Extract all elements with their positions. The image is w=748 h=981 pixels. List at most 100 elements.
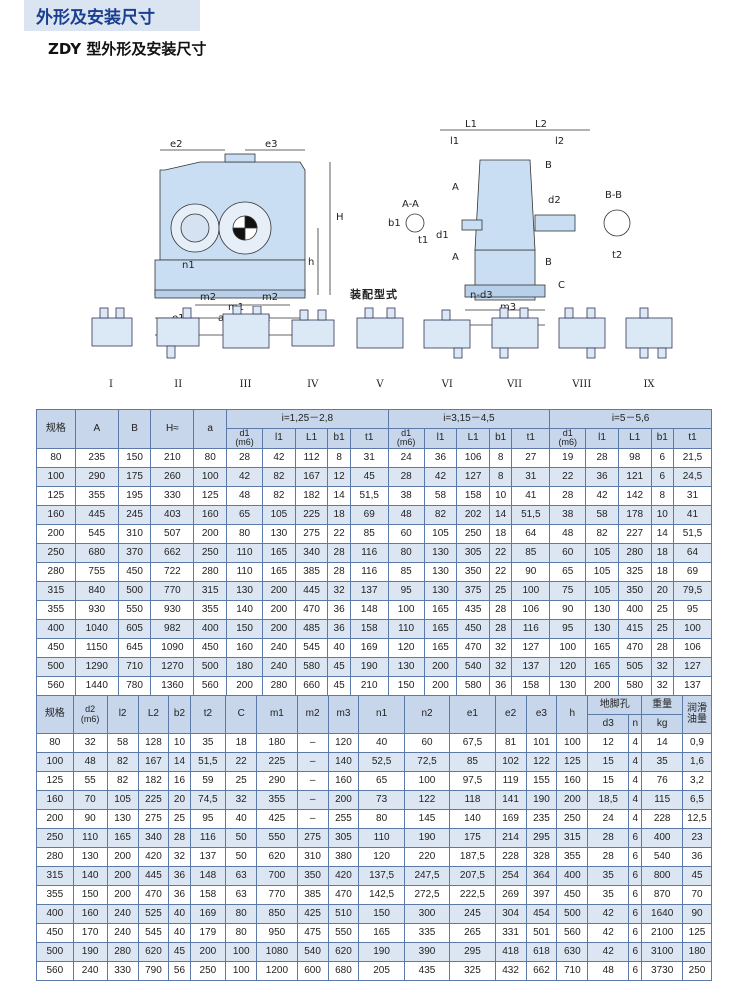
subcol-L1: L1	[617, 428, 652, 449]
table-cell: 470	[137, 885, 170, 905]
table-cell: 25	[650, 618, 674, 639]
table-cell: 454	[525, 904, 558, 924]
table-cell: –	[296, 790, 329, 810]
table-cell: 80	[36, 447, 76, 468]
table-cell: 630	[556, 942, 589, 962]
table-cell: 40	[327, 637, 351, 658]
table-cell: 40	[168, 923, 191, 943]
table-cell: 355	[74, 485, 119, 506]
table-cell: 272,5	[403, 885, 451, 905]
table-cell: 150	[358, 904, 405, 924]
table-cell: 269	[494, 885, 527, 905]
table-cell: 370	[117, 542, 152, 563]
table-cell: 330	[106, 961, 139, 981]
table-cell: 700	[256, 866, 298, 886]
table-cell: 290	[256, 771, 298, 791]
table-cell: 48	[587, 961, 630, 981]
table-cell: 227	[617, 523, 652, 544]
table-cell: 85	[449, 752, 496, 772]
table-cell: 100	[225, 942, 258, 962]
table-cell: 15	[587, 771, 630, 791]
table-cell: 169	[349, 637, 389, 658]
assembly-type-label: IV	[307, 379, 319, 390]
subcol-l1: l1	[423, 428, 458, 449]
table-cell: 97,5	[449, 771, 496, 791]
table-cell: 580	[617, 675, 652, 696]
table-cell: 620	[137, 942, 170, 962]
table-cell: 190	[72, 942, 108, 962]
table-cell: 130	[423, 542, 458, 563]
table-cell: 70	[682, 885, 712, 905]
table-cell: 6	[628, 923, 643, 943]
table-cell: 200	[226, 675, 264, 696]
table-cell: 1200	[256, 961, 298, 981]
table-cell: 167	[294, 466, 329, 487]
table-cell: 98	[617, 447, 652, 468]
table-cell: 141	[494, 790, 527, 810]
table-cell: 710	[556, 961, 589, 981]
table-cell: 51,5	[349, 485, 389, 506]
table-cell: 355	[36, 885, 74, 905]
table-cell: 8	[488, 466, 513, 487]
table-cell: 485	[294, 618, 329, 639]
table-cell: 120	[387, 637, 425, 658]
table-cell: 1640	[641, 904, 683, 924]
assembly-type-iv: IV	[282, 306, 344, 390]
table-cell: 280	[617, 542, 652, 563]
assembly-type-label: VIII	[572, 379, 592, 390]
table-cell: 90	[682, 904, 712, 924]
table-cell: 125	[36, 771, 74, 791]
table-cell: 450	[117, 561, 152, 582]
table-cell: 6	[628, 866, 643, 886]
table-cell: 158	[511, 675, 551, 696]
table-cell: 340	[294, 542, 329, 563]
table-cell: 310	[296, 847, 329, 867]
table-cell: 101	[525, 733, 558, 753]
table-cell: 1,6	[682, 752, 712, 772]
table-cell: 35	[587, 885, 630, 905]
table-cell: 110	[226, 542, 264, 563]
table-cell: 130	[423, 561, 458, 582]
table-cell: 175	[449, 828, 496, 848]
table-cell: 112	[294, 447, 329, 468]
table-cell: 80	[226, 523, 264, 544]
label-H: H	[336, 212, 344, 223]
table-cell: 63	[225, 885, 258, 905]
table-cell: 60	[403, 733, 451, 753]
col-d3: d3	[587, 714, 630, 734]
table-cell: 1090	[150, 637, 195, 658]
table-cell: 22	[488, 542, 513, 563]
assembly-type-iv-sketch	[291, 309, 335, 347]
table-cell: 60	[549, 542, 587, 563]
table-cell: 225	[256, 752, 298, 772]
table-cell: –	[296, 809, 329, 829]
table-cell: 470	[456, 637, 490, 658]
table-cell: 148	[189, 866, 227, 886]
table-cell: 260	[150, 466, 195, 487]
table-cell: 200	[585, 675, 619, 696]
table-cell: 418	[494, 942, 527, 962]
table-cell: 202	[456, 504, 490, 525]
table-cell: 8	[488, 447, 513, 468]
table-cell: 618	[525, 942, 558, 962]
table-cell: 6	[628, 961, 643, 981]
table-cell: 32	[650, 675, 674, 696]
table-cell: 100	[549, 637, 587, 658]
table-cell: 32	[72, 733, 108, 753]
table-cell: 140	[72, 866, 108, 886]
label-B-top: B	[545, 160, 552, 171]
subcol-L1: L1	[456, 428, 490, 449]
table-cell: 28	[587, 828, 630, 848]
table-cell: 240	[106, 923, 139, 943]
table-cell: 420	[327, 866, 360, 886]
table-cell: 80	[387, 542, 425, 563]
table-cell: 250	[36, 828, 74, 848]
table-cell: 950	[256, 923, 298, 943]
table-cell: 250	[193, 542, 228, 563]
